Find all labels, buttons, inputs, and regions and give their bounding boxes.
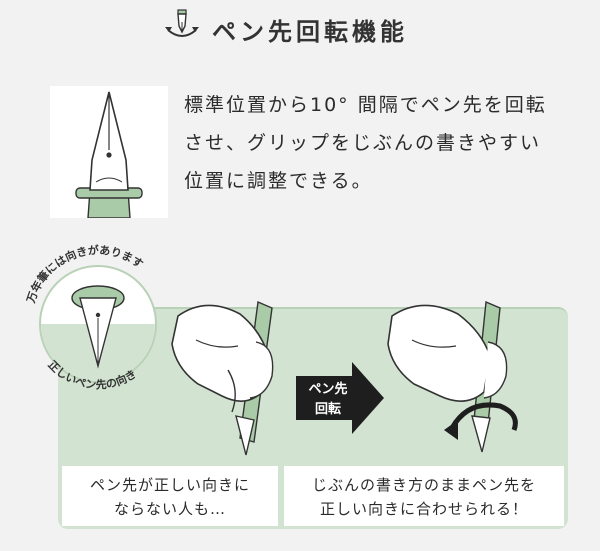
pen-nib-rotate-icon	[165, 9, 199, 37]
arrow-label-line: 回転	[314, 402, 341, 417]
header: ペン先回転機能	[0, 8, 600, 48]
intro-line: させ、グリップをじぶんの書きやすい	[184, 132, 542, 154]
intro-line: 位置に調整できる。	[184, 170, 373, 192]
caption-line: ペン先が正しい向きに	[89, 476, 250, 494]
nib-direction-callout: 万年筆には向きがあります 正しいペン先の向き	[24, 243, 157, 392]
panel-top-edge	[58, 307, 568, 323]
hand-pen-before	[171, 300, 274, 456]
intro-description: 標準位置から10° 間隔でペン先を回転 させ、グリップをじぶんの書きやすい 位置…	[184, 86, 584, 200]
rotate-arrow-label: ペン先 回転	[298, 380, 358, 420]
arrow-label-line: ペン先	[308, 382, 348, 397]
caption-line: じぶんの書き方のままペン先を	[311, 476, 536, 494]
hand-pen-after	[387, 300, 518, 453]
caption-before: ペン先が正しい向きに ならない人も…	[62, 466, 278, 526]
intro-line: 標準位置から10° 間隔でペン先を回転	[184, 94, 547, 116]
caption-line: 正しい向きに合わせられる！	[319, 500, 528, 518]
nib-drawing	[75, 91, 143, 219]
rotate-arrow	[296, 362, 384, 434]
caption-line: ならない人も…	[113, 500, 226, 518]
nib-illustration	[50, 86, 168, 219]
caption-after: じぶんの書き方のままペン先を 正しい向きに合わせられる！	[284, 466, 564, 526]
page-title: ペン先回転機能	[212, 18, 408, 46]
